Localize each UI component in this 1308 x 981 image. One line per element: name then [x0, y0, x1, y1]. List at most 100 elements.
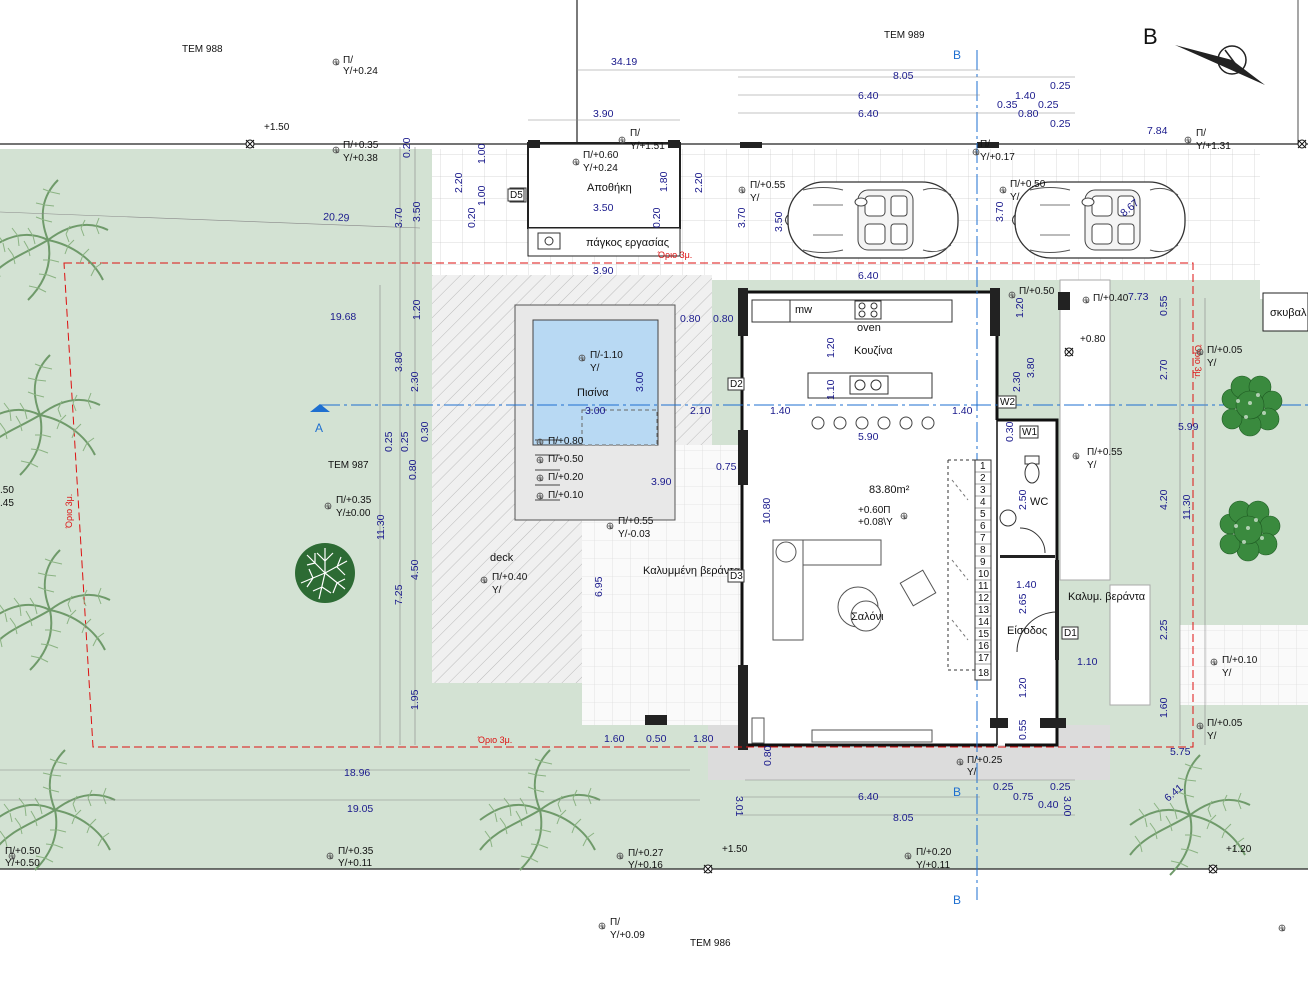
svg-text:Π/: Π/	[1196, 128, 1206, 139]
svg-text:Π/+0.27: Π/+0.27	[628, 848, 664, 859]
svg-text:0.40: 0.40	[1038, 799, 1059, 811]
svg-text:0.25: 0.25	[1050, 118, 1071, 130]
svg-text:0.75: 0.75	[716, 461, 737, 473]
svg-text:1.95: 1.95	[409, 689, 421, 710]
svg-text:Υ/: Υ/	[590, 363, 600, 374]
svg-text:.50: .50	[0, 485, 14, 496]
svg-text:2.25: 2.25	[1158, 619, 1170, 640]
svg-text:2.20: 2.20	[693, 172, 705, 193]
svg-text:6.40: 6.40	[858, 108, 879, 120]
basin-icon	[999, 509, 1017, 527]
room-kitchen: Κουζίνα	[854, 345, 893, 357]
svg-text:3.90: 3.90	[593, 108, 614, 120]
wall-columns	[528, 140, 1070, 750]
staircase	[947, 459, 992, 681]
house-floor	[742, 292, 997, 747]
bin-enclosure	[1262, 292, 1308, 332]
svg-text:Π/+0.05: Π/+0.05	[1207, 345, 1243, 356]
svg-text:0.25: 0.25	[1038, 99, 1059, 111]
svg-text:6.40: 6.40	[858, 791, 879, 803]
svg-text:Υ/+0.17: Υ/+0.17	[980, 152, 1015, 163]
parcel-south: ΤΕΜ 986	[690, 938, 731, 949]
svg-text:7.84: 7.84	[1147, 125, 1168, 137]
section-b-top: B	[953, 48, 961, 62]
svg-text:Υ/: Υ/	[1207, 358, 1217, 369]
room-workbench: πάγκος εργασίας	[586, 237, 669, 249]
svg-text:20.29: 20.29	[323, 211, 350, 224]
svg-text:7.73: 7.73	[1128, 291, 1149, 303]
svg-text:Π/+0.55: Π/+0.55	[1087, 447, 1123, 458]
svg-text:Π/-1.10: Π/-1.10	[590, 350, 623, 361]
svg-text:Π/+0.10: Π/+0.10	[1222, 655, 1258, 666]
svg-text:+0.08\Υ: +0.08\Υ	[858, 517, 893, 528]
section-a-marker	[310, 404, 330, 412]
room-pool: Πισίνα	[577, 387, 609, 399]
svg-text:W2: W2	[1000, 397, 1015, 408]
side-table	[850, 600, 882, 632]
toilet-icon	[1024, 455, 1040, 484]
svg-text:8.05: 8.05	[893, 812, 914, 824]
svg-text:6.41: 6.41	[1162, 782, 1185, 804]
svg-text:7: 7	[980, 533, 986, 544]
svg-text:Π/+0.55: Π/+0.55	[750, 180, 786, 191]
svg-text:Π/+0.55: Π/+0.55	[618, 516, 654, 527]
entry-paving	[1109, 584, 1151, 706]
svg-text:Π/: Π/	[343, 55, 353, 66]
section-b-mid: B	[953, 785, 961, 799]
svg-text:4: 4	[980, 497, 986, 508]
svg-text:1: 1	[980, 461, 986, 472]
svg-text:10: 10	[978, 569, 990, 580]
svg-text:0.30: 0.30	[419, 421, 431, 442]
svg-text:1.20: 1.20	[1017, 677, 1029, 698]
svg-text:17: 17	[978, 653, 990, 664]
parcel-north-right: ΤΕΜ 989	[884, 30, 925, 41]
svg-text:Π/: Π/	[610, 917, 620, 928]
svg-text:7.25: 7.25	[393, 584, 405, 605]
svg-text:Υ/+0.09: Υ/+0.09	[610, 930, 645, 941]
svg-text:Υ/: Υ/	[1207, 731, 1217, 742]
svg-text:Υ/+1.31: Υ/+1.31	[1196, 141, 1231, 152]
svg-text:Π/+0.25: Π/+0.25	[967, 755, 1003, 766]
svg-text:11.30: 11.30	[375, 514, 387, 540]
svg-text:6.40: 6.40	[858, 90, 879, 102]
svg-text:Π/+0.60: Π/+0.60	[583, 150, 619, 161]
setback-label-right: Όριο 3μ.	[1193, 344, 1203, 379]
svg-text:2.20: 2.20	[453, 172, 465, 193]
svg-text:1.40: 1.40	[952, 405, 973, 417]
parcel-west: ΤΕΜ 987	[328, 460, 369, 471]
svg-text:2.70: 2.70	[1158, 359, 1170, 380]
door-tags: D1 D2 D3 D5 W1 W2	[507, 188, 1079, 640]
svg-text:1.00: 1.00	[476, 143, 488, 164]
svg-text:1.20: 1.20	[411, 299, 423, 320]
svg-text:0.75: 0.75	[1013, 791, 1034, 803]
svg-text:8: 8	[980, 545, 986, 556]
svg-text:3.00: 3.00	[585, 405, 606, 417]
svg-text:8.05: 8.05	[893, 70, 914, 82]
svg-text:0.25: 0.25	[1050, 80, 1071, 92]
svg-text:0.20: 0.20	[401, 137, 413, 158]
svg-text:1.40: 1.40	[1016, 579, 1037, 591]
svg-text:Π/: Π/	[980, 139, 990, 150]
svg-text:15: 15	[978, 629, 990, 640]
svg-text:Π/+0.40: Π/+0.40	[1093, 293, 1129, 304]
room-storage: Αποθήκη	[587, 182, 632, 194]
svg-text:Υ/: Υ/	[1010, 192, 1020, 203]
svg-text:0.25: 0.25	[993, 781, 1014, 793]
pool-step-block	[581, 409, 658, 446]
setback-line	[63, 262, 1194, 748]
svg-text:Π/+0.35: Π/+0.35	[343, 140, 379, 151]
room-entrance: Είσοδος	[1007, 625, 1047, 637]
east-path	[1180, 625, 1308, 705]
dimension-lines	[0, 69, 1206, 816]
svg-text:Υ/: Υ/	[967, 767, 977, 778]
svg-text:D2: D2	[730, 379, 743, 390]
svg-text:6.40: 6.40	[858, 270, 879, 282]
svg-text:6: 6	[980, 521, 986, 532]
wc-door-swing	[1019, 527, 1046, 554]
svg-text:1.20: 1.20	[1014, 297, 1026, 318]
sink-icon	[849, 375, 889, 395]
svg-text:Υ/±0.00: Υ/±0.00	[336, 508, 371, 519]
svg-text:2.65: 2.65	[1017, 593, 1029, 614]
svg-text:3.90: 3.90	[651, 476, 672, 488]
section-axes	[320, 50, 1308, 900]
